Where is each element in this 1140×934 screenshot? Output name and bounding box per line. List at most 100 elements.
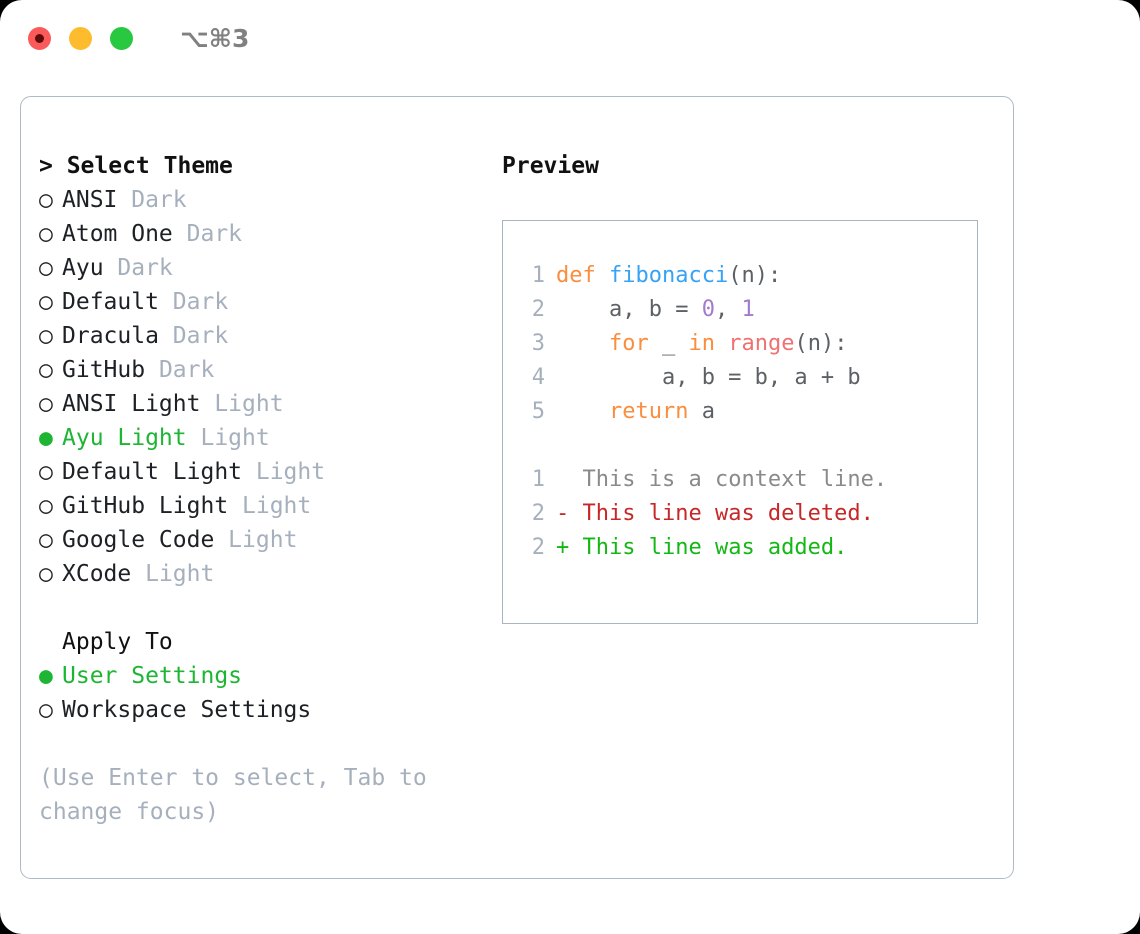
radio-unselected-icon: ○ [39, 527, 53, 553]
code-token-kw: def [556, 263, 609, 288]
radio-unselected-icon: ○ [39, 561, 53, 587]
code-token-pl: _ [648, 331, 689, 356]
code-line: 3 for _ in range(n): [503, 327, 977, 361]
code-token-fn: fibonacci [608, 263, 729, 288]
minimize-button[interactable] [69, 26, 92, 50]
line-number: 2 [531, 535, 545, 560]
theme-picker-column: > Select Theme ○ANSI Dark○Atom One Dark○… [39, 149, 479, 829]
theme-option-tag: Dark [158, 323, 229, 349]
radio-unselected-icon: ○ [39, 493, 53, 519]
code-token-kw: return [608, 399, 689, 424]
preview-heading: Preview [502, 153, 599, 179]
window-title: ⌥⌘3 [180, 23, 250, 53]
code-line: 1 def fibonacci(n): [503, 259, 977, 293]
diff-marker [556, 463, 583, 497]
theme-option-google-code[interactable]: ○Google Code Light [39, 523, 479, 557]
recording-indicator-icon [35, 33, 44, 43]
theme-list: ○ANSI Dark○Atom One Dark○Ayu Dark○Defaul… [39, 183, 479, 591]
line-number: 1 [531, 263, 545, 288]
select-theme-heading: > Select Theme [39, 153, 233, 179]
theme-option-github-light[interactable]: ○ GitHub Light Light [39, 489, 479, 523]
code-token-pl [715, 327, 728, 361]
radio-unselected-icon: ○ [39, 323, 53, 349]
theme-option-github[interactable]: ○ GitHub Dark [39, 353, 479, 387]
radio-selected-icon: ● [39, 425, 53, 451]
theme-option-tag: Dark [158, 289, 229, 315]
diff-marker: - [556, 501, 583, 526]
theme-option-tag: Light [200, 391, 284, 417]
diff-line-ctx: 1 This is a context line. [503, 463, 977, 497]
theme-option-default-light[interactable]: ○Default Light Light [39, 455, 479, 489]
title-bar: ⌥⌘3 [0, 0, 1140, 76]
theme-option-tag: Light [242, 459, 326, 485]
diff-text: This line was added. [582, 535, 848, 560]
radio-unselected-icon: ○ [39, 187, 53, 213]
code-line: 4 a, b = b, a + b [503, 361, 977, 395]
theme-option-ansi[interactable]: ○ ANSI Dark [39, 183, 479, 217]
radio-unselected-icon: ○ [39, 357, 53, 383]
radio-unselected-icon: ○ [39, 255, 53, 281]
theme-option-tag: Light [228, 493, 312, 519]
line-number: 1 [531, 467, 545, 492]
theme-option-tag: Dark [172, 221, 243, 247]
theme-option-label: Atom One [62, 221, 173, 247]
theme-option-xcode[interactable]: ○XCode Light [39, 557, 479, 591]
code-diff-separator [503, 429, 977, 463]
apply-to-option-workspace-settings[interactable]: ○Workspace Settings [39, 693, 479, 727]
section-spacer [39, 591, 479, 625]
apply-to-heading: Apply To [62, 629, 173, 655]
theme-option-label: ANSI Light [62, 391, 201, 417]
theme-option-tag: Light [186, 425, 270, 451]
apply-to-list: ●User Settings○Workspace Settings [39, 659, 479, 727]
code-token-pl [556, 395, 609, 429]
code-token-bi: range [728, 331, 795, 356]
theme-option-ayu-light[interactable]: ● Ayu Light Light [39, 421, 479, 455]
theme-option-default[interactable]: ○Default Dark [39, 285, 479, 319]
code-token-pl [556, 327, 609, 361]
theme-option-tag: Dark [145, 357, 215, 383]
theme-option-atom-one[interactable]: ○Atom One Dark [39, 217, 479, 251]
radio-unselected-icon: ○ [39, 391, 53, 417]
theme-option-tag: Light [131, 561, 215, 587]
code-token-pl: , [714, 297, 742, 322]
diff-line-add: 2+ This line was added. [503, 531, 977, 565]
theme-option-dracula[interactable]: ○ Dracula Dark [39, 319, 479, 353]
maximize-button[interactable] [110, 26, 133, 50]
diff-text: This line was deleted. [582, 501, 874, 526]
apply-to-option-user-settings[interactable]: ●User Settings [39, 659, 479, 693]
line-number: 4 [531, 365, 545, 390]
code-token-pl: a, b = b, a + b [556, 365, 861, 390]
code-token-kw: in [688, 331, 715, 356]
theme-option-label: Dracula [62, 323, 159, 349]
code-line: 5 return a [503, 395, 977, 429]
code-token-pl: (n): [728, 263, 782, 288]
main-panel: > Select Theme ○ANSI Dark○Atom One Dark○… [20, 96, 1014, 879]
theme-option-tag: Dark [117, 187, 187, 213]
theme-option-ayu[interactable]: ○Ayu Dark [39, 251, 479, 285]
line-number: 2 [531, 297, 545, 322]
code-token-pl: (n): [794, 331, 848, 356]
radio-unselected-icon: ○ [39, 697, 53, 723]
theme-option-label: GitHub [62, 357, 146, 383]
code-token-kw: for [608, 331, 649, 356]
close-button[interactable] [28, 26, 51, 50]
theme-option-label: ANSI [62, 187, 118, 213]
code-token-pl: a [688, 399, 715, 424]
traffic-light-group [28, 26, 133, 50]
line-number: 3 [531, 331, 545, 356]
theme-option-ansi-light[interactable]: ○ ANSI Light Light [39, 387, 479, 421]
code-token-pl: a, b = [556, 297, 702, 322]
theme-option-tag: Dark [103, 255, 173, 281]
theme-option-label: Ayu Light [62, 425, 187, 451]
diff-sample: 1 This is a context line. 2- This line wa… [503, 463, 977, 565]
keyboard-hint: (Use Enter to select, Tab to change focu… [39, 765, 441, 825]
line-number: 2 [531, 501, 545, 526]
theme-option-label: GitHub Light [62, 493, 229, 519]
code-token-num: 1 [741, 297, 755, 322]
theme-option-label: Default Light [62, 459, 243, 485]
theme-option-label: Default [62, 289, 159, 315]
line-number: 5 [531, 399, 545, 424]
